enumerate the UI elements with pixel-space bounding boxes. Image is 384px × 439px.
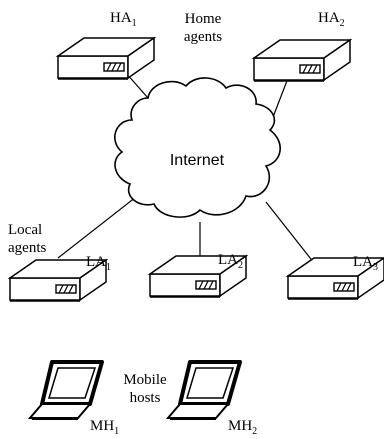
- label-mh2: MH2: [228, 418, 257, 437]
- label-ha2: HA2: [318, 10, 345, 29]
- home-agents-line2: agents: [184, 29, 222, 45]
- laptop-mh1: [28, 360, 104, 421]
- label-mh1: MH1: [90, 418, 119, 437]
- label-la3: LA3: [353, 254, 378, 273]
- link-la1: [57, 196, 137, 259]
- local-agents-line1: Local: [8, 222, 42, 238]
- mobile-hosts-line1: Mobile: [123, 372, 167, 388]
- router-ha1: [57, 37, 155, 80]
- label-la1: LA1: [86, 254, 111, 273]
- home-agents-line1: Home: [185, 11, 222, 27]
- internet-cloud: Internet: [113, 77, 281, 218]
- label-la2: LA2: [218, 252, 243, 271]
- local-agents-line2: agents: [8, 240, 46, 256]
- laptop-mh2: [166, 360, 242, 421]
- label-ha1: HA1: [110, 10, 137, 29]
- link-la3: [265, 201, 319, 269]
- mobile-hosts-line2: hosts: [130, 390, 161, 406]
- internet-label: Internet: [170, 152, 225, 169]
- router-ha2: [253, 39, 351, 82]
